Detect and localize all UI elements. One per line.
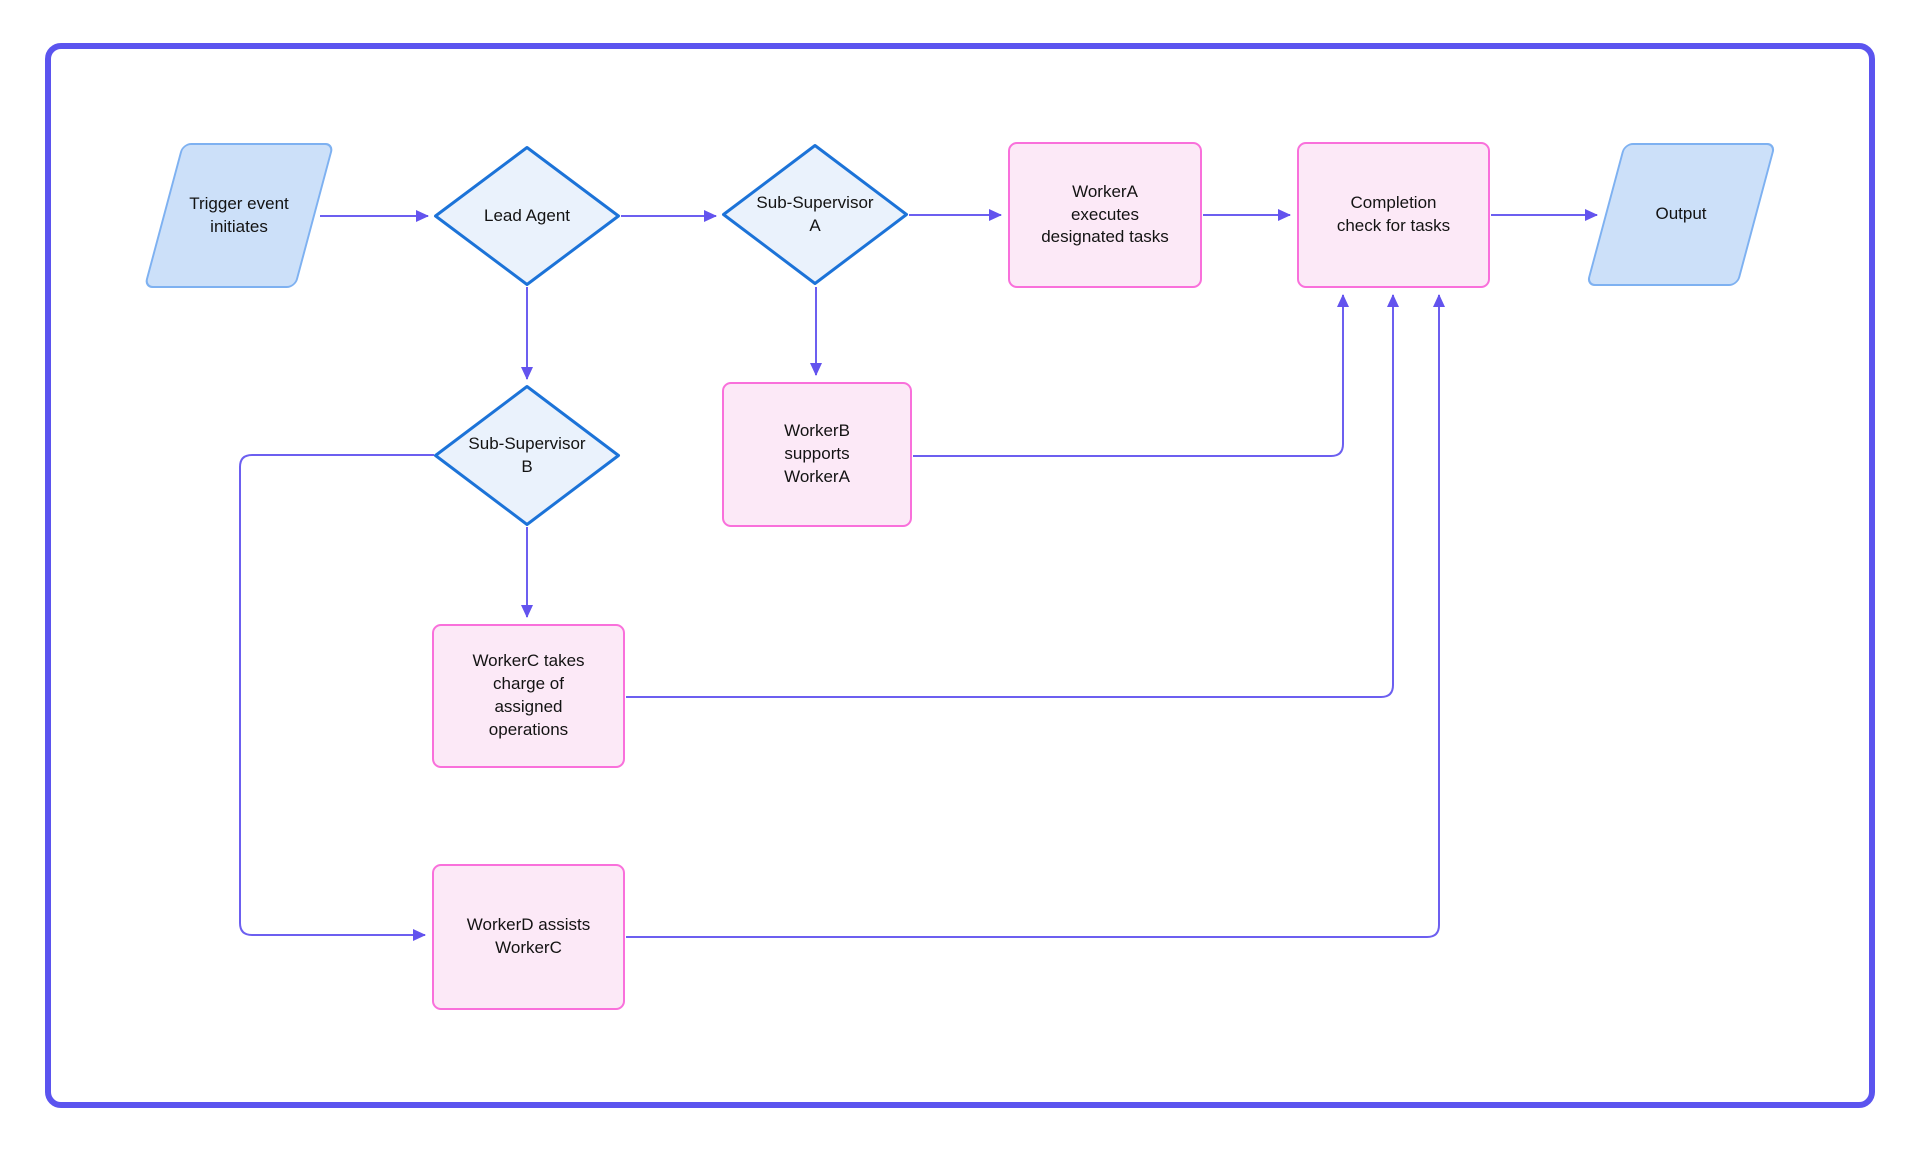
node-worker-a-label: WorkerA executes designated tasks [1041,181,1169,247]
node-sub-supervisor-a: Sub-Supervisor A [721,143,909,286]
diamond-shape [434,146,620,286]
node-sub-supervisor-a-label: Sub-Supervisor A [756,192,874,235]
node-trigger-event: Trigger event initiates [143,143,335,288]
node-output: Output [1585,143,1777,286]
node-worker-d: WorkerD assists WorkerC [432,864,625,1010]
node-lead-agent-label: Lead Agent [483,205,571,225]
node-sub-supervisor-b: Sub-Supervisor B [433,384,621,527]
diamond-shape [434,385,620,526]
node-worker-b: WorkerB supports WorkerA [722,382,912,527]
node-worker-c-label: WorkerC takes charge of assigned operati… [472,651,585,739]
node-output-label: Output [1655,204,1707,224]
node-worker-a: WorkerA executes designated tasks [1008,142,1202,288]
node-completion-check: Completion check for tasks [1297,142,1490,288]
node-lead-agent: Lead Agent [433,145,621,287]
node-completion-check-label: Completion check for tasks [1336,193,1451,235]
node-worker-b-label: WorkerB supports WorkerA [784,421,850,486]
node-trigger-event-label: Trigger event initiates [189,193,289,236]
node-sub-supervisor-b-label: Sub-Supervisor B [468,433,586,476]
diamond-shape [722,144,908,285]
node-worker-c: WorkerC takes charge of assigned operati… [432,624,625,768]
node-worker-d-label: WorkerD assists WorkerC [466,915,591,957]
